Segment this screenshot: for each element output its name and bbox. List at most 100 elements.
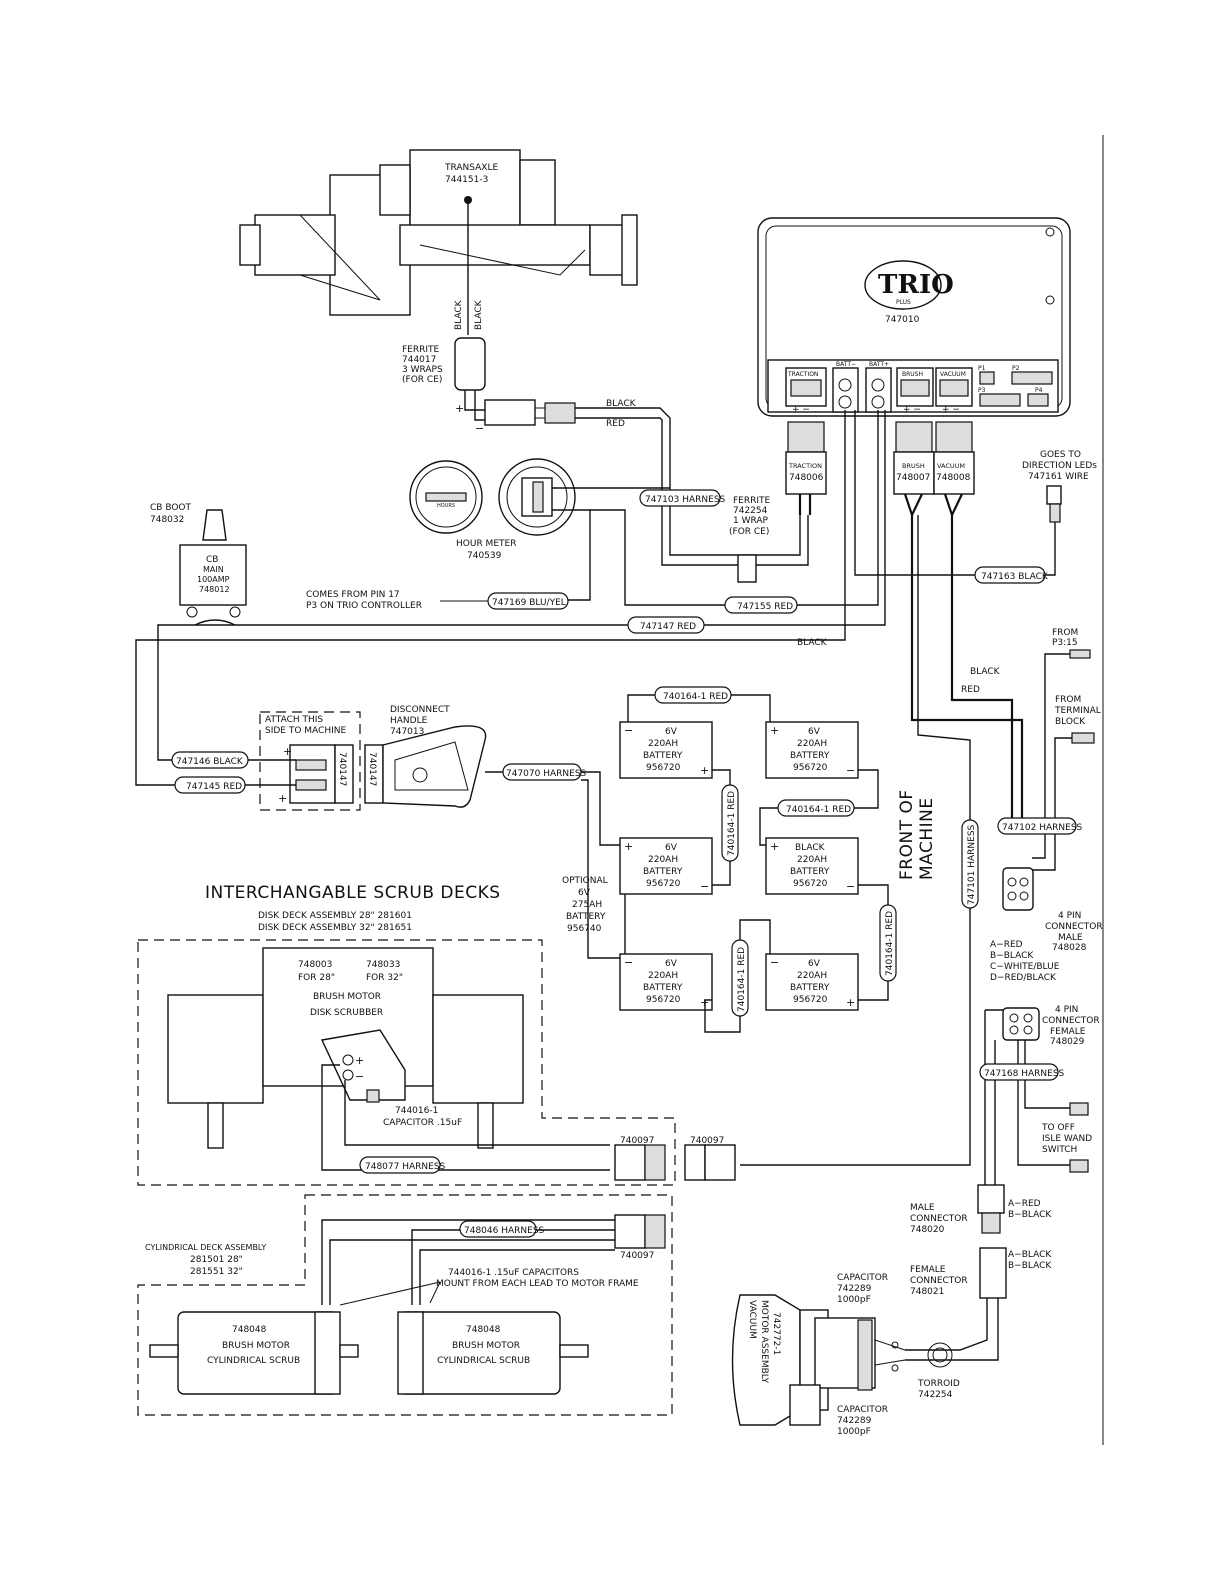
batt2-l1: 6V [665,843,678,853]
lead-plus: + [455,402,464,415]
front-l2: MACHINE [917,797,937,880]
rs-mc3: 748020 [910,1225,945,1235]
batt4-l2: 220AH [648,971,678,981]
batt0-l2: 220AH [648,739,678,749]
cap2-l2: 742289 [837,1416,872,1426]
cm-part2: 748048 [466,1325,501,1335]
cb-boot-l2: 748032 [150,515,184,525]
batt4-l3: BATTERY [643,983,683,993]
conn-brush-part: 748007 [896,473,930,483]
conn-740097-c: 740097 [620,1251,654,1261]
label-jumper-v3: 740164-1 RED [737,947,747,1012]
scrub-bm2: DISK SCRUBBER [310,1008,383,1018]
opt-l5: 956740 [567,924,602,934]
svg-text:−: − [624,956,633,969]
ctl-batt-pos: BATT+ [869,361,889,368]
cb-l2: MAIN [203,565,224,574]
front-l1: FRONT OF [897,789,917,880]
batt4-l4: 956720 [646,995,681,1005]
rs-ma: A−RED [1008,1199,1041,1209]
rs-mb: B−BLACK [1008,1210,1052,1220]
cm-l1: BRUSH MOTOR [222,1341,290,1351]
label-748046: 748046 HARNESS [464,1226,545,1236]
label-jumper-top: 740164-1 RED [663,692,728,702]
ferrite2-l2: 742254 [733,506,768,516]
svg-text:−: − [846,880,855,893]
batt0-l1: 6V [665,727,678,737]
svg-text:+: + [624,840,633,853]
pin17-l2: P3 ON TRIO CONTROLLER [306,601,422,611]
svg-text:+: + [846,996,855,1009]
cyl-l1: CYLINDRICAL DECK ASSEMBLY [145,1243,266,1252]
label-747169: 747169 BLU/YEL [492,598,566,608]
controller-logo-sub: PLUS [896,299,911,306]
ms-part: 740147 [337,752,347,786]
rs-red: RED [961,685,980,695]
svg-text:−: − [624,724,633,737]
rs-f4-4: 748029 [1050,1037,1085,1047]
vac-l2: MOTOR ASSEMBLY [759,1300,769,1384]
rs-mc1: MALE [910,1203,935,1213]
rs-fc3: 748021 [910,1287,944,1297]
rs-f4-3: FEMALE [1050,1027,1086,1037]
batt3-l4: 956720 [793,879,828,889]
batt5-l2: 220AH [797,971,827,981]
cap2-l1: CAPACITOR [837,1405,888,1415]
vacuum-motor-assembly: VACUUM MOTOR ASSEMBLY 742772-1 CAPACITOR… [731,1273,960,1437]
svg-text:+: + [355,1054,364,1067]
ferrite1-l1: FERRITE [402,345,440,355]
label-747163: 747163 BLACK [981,572,1049,582]
hour-meter-face: HOURS [437,503,455,509]
scrub-for32: FOR 32" [366,973,403,983]
rs-wand3: SWITCH [1042,1145,1077,1155]
label-747146: 747146 BLACK [176,757,244,767]
conn-vacuum: VACUUM [937,462,965,470]
rs-fb: B−BLACK [1008,1261,1052,1271]
batt3-l3: BATTERY [790,867,830,877]
optional-battery-note: OPTIONAL 6V 275AH BATTERY 956740 [562,876,608,934]
ctl-traction-pm: + − [792,405,810,415]
ctl-vacuum-pm: + − [942,405,960,415]
disc-l3: 747013 [390,727,424,737]
rs-m4-1: 4 PIN [1058,911,1081,921]
cb-boot-l1: CB BOOT [150,503,192,513]
scrub-decks: INTERCHANGABLE SCRUB DECKS DISK DECK ASS… [137,883,736,1416]
controller-harness-connectors: TRACTION 748006 BRUSH 748007 VACUUM 7480… [785,421,975,518]
transaxle-part: 744151-3 [445,175,488,185]
ctl-p4: P4 [1035,387,1043,394]
transaxle-title: TRANSAXLE [444,163,498,173]
opt-l1: OPTIONAL [562,876,608,886]
cyl-l2: 281501 28" [190,1255,243,1265]
ms-part2: 740147 [367,752,377,786]
ferrite1-l4: (FOR CE) [402,375,442,385]
rs-fc2: CONNECTOR [910,1276,968,1286]
rs-tb1: FROM [1055,695,1081,705]
svg-text:−: − [770,956,779,969]
cb-l3: 100AMP [197,575,230,584]
cyl-l3: 281551 32" [190,1267,243,1277]
svg-text:−: − [355,1070,364,1083]
batt2-l2: 220AH [648,855,678,865]
batt3-l2: 220AH [797,855,827,865]
rs-m4-4: 748028 [1052,943,1087,953]
svg-text:−: − [846,764,855,777]
dled-l3: 747161 WIRE [1028,472,1089,482]
scrub-motor-a: 748003 [298,960,332,970]
ctl-batt-neg: BATT− [836,361,856,368]
cm-l2b: CYLINDRICAL SCRUB [437,1356,530,1366]
svg-text:−: − [700,880,709,893]
cb-l4: 748012 [199,585,230,594]
cap2-l3: 1000pF [837,1427,871,1437]
scrub-motor-b: 748033 [366,960,400,970]
ferrite2-l1: FERRITE [733,496,771,506]
batt0-l4: 956720 [646,763,681,773]
lead-black: BLACK [606,399,637,409]
disc-l1: DISCONNECT [390,705,450,715]
dled-l2: DIRECTION LEDs [1022,461,1097,471]
cm-l1b: BRUSH MOTOR [452,1341,520,1351]
rs-black: BLACK [970,667,1001,677]
conn-vacuum-part: 748008 [936,473,971,483]
disc-l2: HANDLE [390,716,428,726]
ferrite2-l3: 1 WRAP [733,516,769,526]
label-747070: 747070 HARNESS [506,769,587,779]
